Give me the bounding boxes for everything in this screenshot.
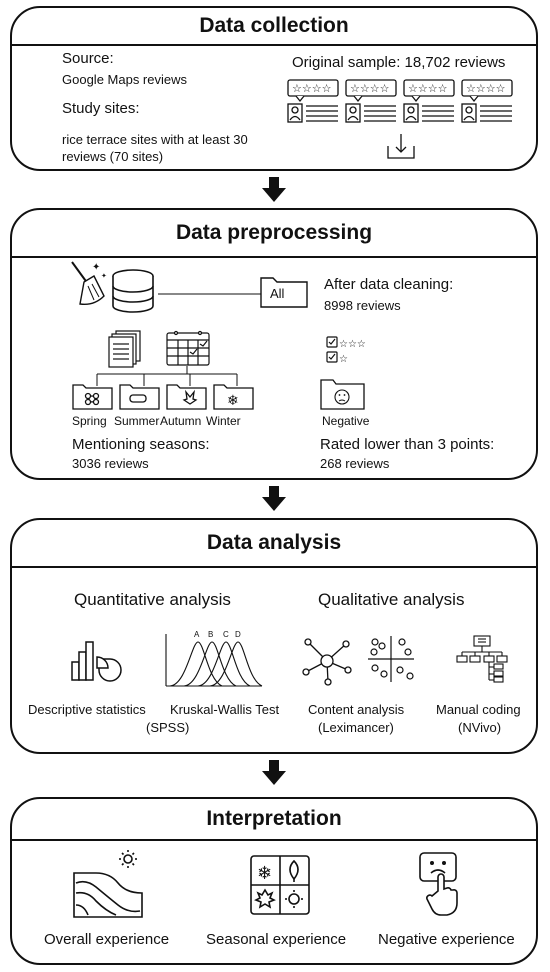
negative-folder-label: Negative	[322, 414, 370, 428]
interpretation-panel: Interpretation ❄	[10, 797, 538, 965]
svg-text:☆: ☆	[339, 354, 348, 365]
study-sites-value-1: rice terrace sites with at least 30	[62, 132, 248, 147]
flow-arrow	[262, 177, 286, 202]
data-analysis-panel: Data analysis Quantitative analysis Qual…	[10, 518, 538, 754]
folder-all-label: All	[270, 286, 285, 301]
mention-label: Mentioning seasons:	[72, 436, 210, 453]
bar-pie-chart-icon	[71, 641, 122, 682]
concept-map-icon	[368, 636, 414, 682]
svg-text:✦: ✦	[101, 272, 107, 280]
hierarchy-tree-icon	[456, 635, 508, 683]
kruskal-wallis-label: Kruskal-Wallis Test	[170, 702, 280, 717]
season-spring: Spring	[72, 414, 107, 428]
flow-arrow	[262, 760, 286, 785]
documents-icon	[108, 330, 141, 368]
content-analysis-label: Content analysis	[308, 702, 405, 717]
manual-coding-label: Manual coding	[436, 702, 521, 717]
negative-folder-icon	[320, 379, 365, 410]
distribution-curves-icon	[165, 634, 263, 687]
calendar-icon	[166, 330, 210, 366]
network-icon	[302, 638, 352, 686]
rated-label: Rated lower than 3 points:	[320, 436, 495, 453]
quantitative-title: Quantitative analysis	[74, 590, 231, 609]
cleaning-value: 8998 reviews	[324, 298, 401, 313]
nvivo-label: (NVivo)	[458, 720, 502, 735]
rating-check-icon: ☆☆☆ ☆	[326, 336, 366, 365]
cleaning-label: After data cleaning:	[324, 276, 454, 293]
folder-icon	[260, 277, 308, 308]
season-autumn: Autumn	[160, 414, 202, 428]
svg-text:✦: ✦	[92, 262, 100, 273]
sad-touch-icon	[419, 852, 458, 916]
study-sites-value-2: reviews (70 sites)	[62, 149, 164, 164]
data-preprocessing-title: Data preprocessing	[12, 210, 536, 258]
source-value: Google Maps reviews	[62, 72, 187, 87]
flow-arrow	[262, 486, 286, 511]
season-summer: Summer	[114, 414, 160, 428]
seasons-grid-icon: ❄	[250, 855, 310, 915]
svg-text:❄: ❄	[257, 863, 272, 883]
data-preprocessing-panel: Data preprocessing ✦ ✦ All After data cl…	[10, 208, 538, 480]
curve-label-a: A	[194, 630, 200, 639]
data-collection-panel: Data collection Source: Google Maps revi…	[10, 6, 538, 171]
curve-label-d: D	[235, 630, 241, 639]
descriptive-statistics-label: Descriptive statistics	[28, 702, 146, 717]
study-sites-label: Study sites:	[62, 100, 140, 117]
season-tree-lines	[96, 366, 238, 386]
rated-value: 268 reviews	[320, 456, 390, 471]
leximancer-label: (Leximancer)	[318, 720, 394, 735]
download-tray-icon	[387, 134, 415, 159]
seasonal-experience-label: Seasonal experience	[206, 931, 347, 948]
negative-experience-label: Negative experience	[378, 931, 515, 948]
svg-text:☆☆☆☆: ☆☆☆☆	[292, 83, 332, 95]
curve-label-b: B	[208, 630, 214, 639]
svg-text:❄: ❄	[227, 392, 239, 408]
data-analysis-title: Data analysis	[12, 520, 536, 568]
curve-label-c: C	[223, 630, 229, 639]
interpretation-title: Interpretation	[12, 799, 536, 841]
mention-value: 3036 reviews	[72, 456, 149, 471]
source-label: Source:	[62, 50, 114, 67]
data-collection-title: Data collection	[12, 8, 536, 46]
review-card-icon: ☆☆☆☆	[287, 79, 513, 123]
original-sample-label: Original sample: 18,702 reviews	[292, 54, 506, 71]
broom-icon: ✦ ✦	[71, 261, 107, 306]
database-icon	[112, 269, 154, 313]
connector-line	[158, 293, 268, 295]
season-winter: Winter	[206, 414, 241, 428]
overall-experience-label: Overall experience	[44, 931, 170, 948]
svg-text:☆☆☆: ☆☆☆	[339, 339, 366, 350]
season-folders-icon: ❄	[72, 384, 254, 410]
spss-label: (SPSS)	[146, 720, 190, 735]
terrace-landscape-icon	[73, 850, 143, 918]
qualitative-title: Qualitative analysis	[318, 590, 465, 609]
